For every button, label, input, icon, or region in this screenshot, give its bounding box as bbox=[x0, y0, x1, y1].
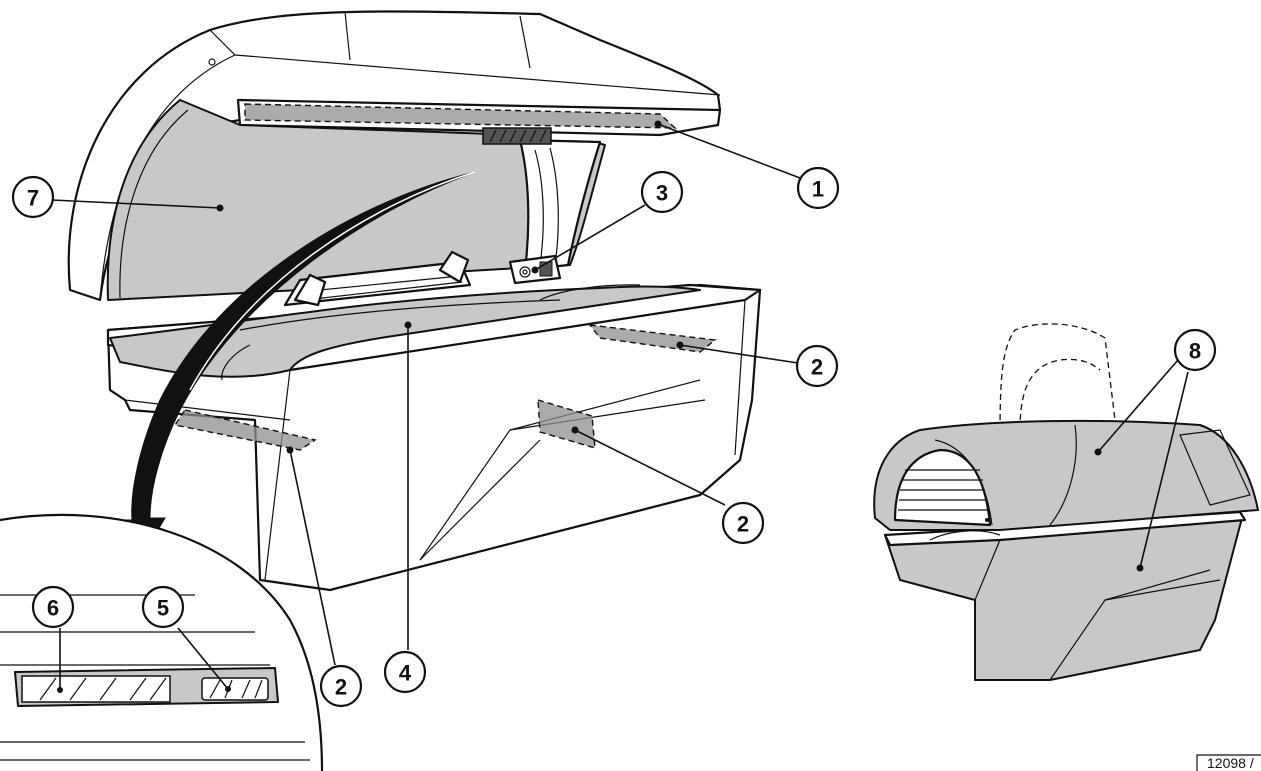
main-sunbed bbox=[67, 10, 762, 592]
bed-acrylic bbox=[109, 285, 701, 378]
zoom-detail bbox=[0, 513, 324, 771]
callout-2-right: 2 bbox=[795, 344, 839, 388]
callout-1: 1 bbox=[796, 166, 840, 210]
callout-6: 6 bbox=[31, 585, 75, 629]
reference-box: 12098 / bbox=[1196, 754, 1261, 771]
callout-5: 5 bbox=[141, 585, 185, 629]
callout-1-label: 1 bbox=[812, 177, 824, 202]
callout-2c-label: 2 bbox=[335, 675, 347, 700]
callout-7: 7 bbox=[11, 175, 55, 219]
callout-4: 4 bbox=[383, 650, 427, 694]
reference-number: 12098 / bbox=[1207, 755, 1254, 771]
zone-1 bbox=[244, 103, 677, 129]
callout-2b-label: 2 bbox=[737, 512, 749, 537]
callout-2-front: 2 bbox=[721, 501, 765, 545]
callout-2a-label: 2 bbox=[811, 355, 823, 380]
callout-3: 3 bbox=[640, 170, 684, 214]
callout-5-label: 5 bbox=[157, 596, 169, 621]
small-sunbed bbox=[873, 323, 1259, 681]
callout-4-label: 4 bbox=[399, 661, 412, 686]
callout-8: 8 bbox=[1173, 328, 1217, 372]
callout-2-left: 2 bbox=[319, 664, 363, 708]
callout-6-label: 6 bbox=[47, 596, 59, 621]
callout-7-label: 7 bbox=[27, 186, 39, 211]
zone-2-left bbox=[173, 409, 317, 451]
callout-8-label: 8 bbox=[1189, 339, 1201, 364]
leaders bbox=[51, 120, 1189, 690]
zone-2-side bbox=[537, 399, 596, 449]
callout-3-label: 3 bbox=[656, 181, 668, 206]
